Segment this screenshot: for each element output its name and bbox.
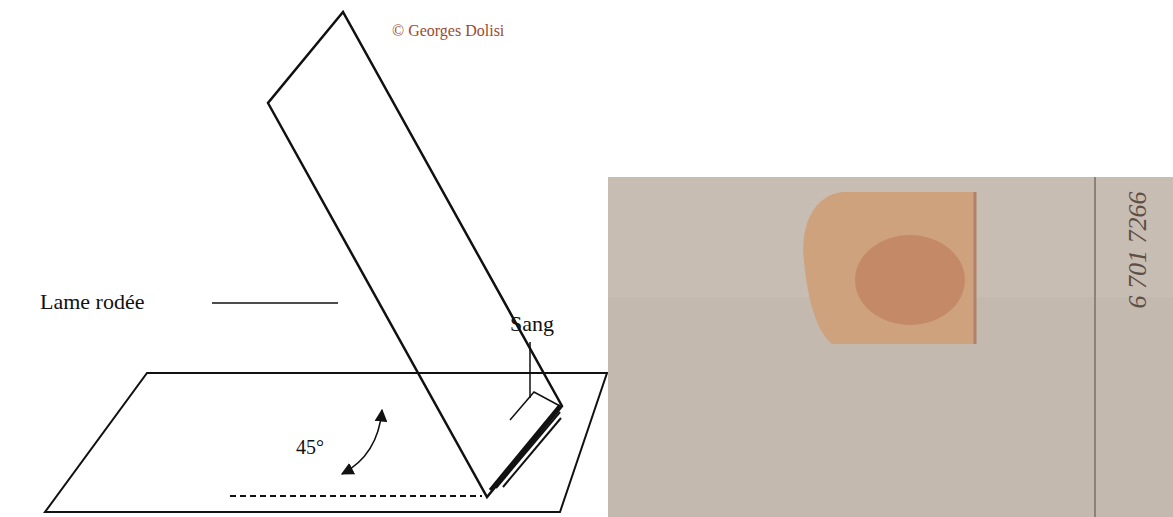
leader-line — [212, 302, 338, 304]
flat-slide — [45, 373, 607, 512]
sample-number: 6 701 7266 — [1124, 192, 1153, 309]
spreader-slide — [268, 12, 562, 497]
angle-arc — [342, 410, 382, 474]
blood-drop — [490, 392, 561, 490]
part-name: Sang — [510, 312, 554, 336]
part-name: Lame rodée — [40, 290, 144, 314]
smear-photo — [608, 177, 1173, 517]
angle-label: 45° — [296, 436, 324, 458]
watermark: © Georges Dolisi — [392, 22, 504, 40]
base-line — [230, 495, 482, 497]
leader-line — [529, 342, 531, 398]
